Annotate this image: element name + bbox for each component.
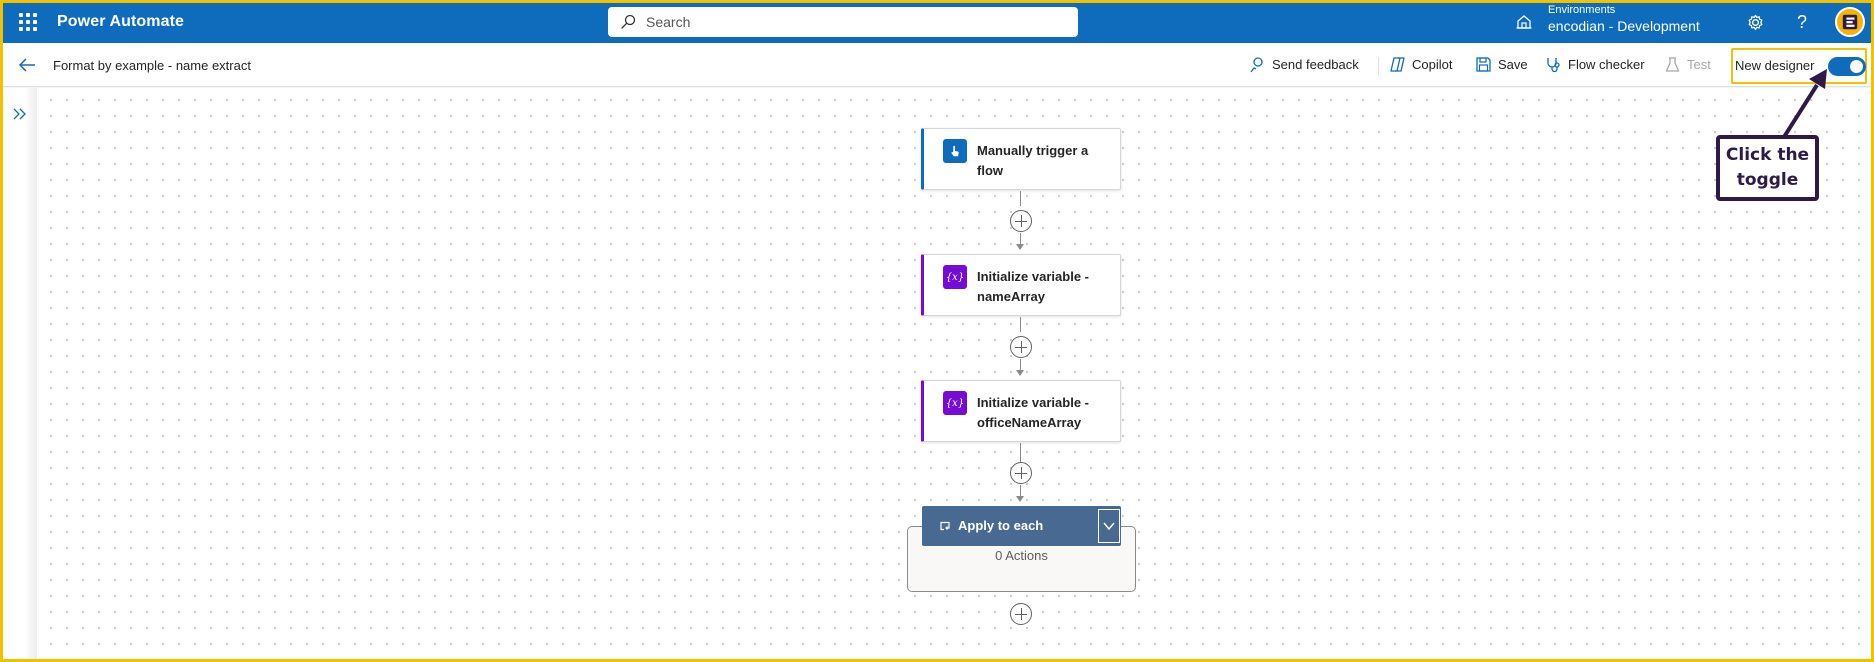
copilot-button[interactable]: Copilot — [1389, 56, 1452, 73]
connector-line — [1020, 443, 1021, 462]
copilot-icon — [1390, 57, 1405, 72]
step-title: Initialize variable - officeNameArray — [977, 395, 1089, 430]
connector-arrow-icon — [1016, 370, 1024, 376]
connector-line — [1020, 191, 1021, 206]
callout-line-2: toggle — [1736, 170, 1799, 190]
search-icon — [621, 14, 636, 29]
initialize-variable-card[interactable]: {x} Initialize variable - officeNameArra… — [921, 380, 1121, 442]
help-button[interactable]: ? — [1792, 12, 1812, 32]
command-divider — [1378, 57, 1379, 75]
insert-step-button[interactable] — [1010, 210, 1032, 232]
apply-to-each-header[interactable]: Apply to each — [922, 506, 1121, 546]
save-button[interactable]: Save — [1475, 56, 1528, 73]
stethoscope-icon — [1547, 58, 1560, 73]
loop-icon — [940, 521, 950, 531]
environments-label: Environments — [1548, 4, 1616, 16]
send-feedback-button[interactable]: Send feedback — [1249, 56, 1359, 73]
beaker-icon — [1665, 57, 1680, 72]
variable-icon: {x} — [943, 391, 967, 415]
scope-title: Apply to each — [958, 518, 1044, 533]
chevron-down-icon — [1103, 522, 1115, 531]
environment-name[interactable]: encodian - Development — [1548, 18, 1700, 34]
trigger-card[interactable]: Manually trigger a flow — [921, 128, 1121, 190]
settings-button[interactable] — [1745, 12, 1765, 32]
gear-icon — [1748, 14, 1762, 31]
insert-step-button[interactable] — [1010, 336, 1032, 358]
new-designer-highlight — [1731, 48, 1867, 84]
expand-panel-icon[interactable] — [11, 105, 29, 123]
copilot-label: Copilot — [1412, 57, 1453, 72]
insert-step-button[interactable] — [1010, 603, 1032, 625]
command-bar: Format by example - name extract Send fe… — [3, 43, 1871, 87]
help-icon: ? — [1796, 12, 1807, 32]
search-box[interactable] — [608, 7, 1078, 37]
step-title: Initialize variable - nameArray — [977, 269, 1089, 304]
connector-line — [1020, 359, 1021, 370]
step-title: Manually trigger a flow — [977, 143, 1089, 178]
send-feedback-label: Send feedback — [1272, 57, 1359, 72]
flow-name: Format by example - name extract — [53, 58, 251, 73]
new-designer-toggle[interactable] — [1828, 57, 1866, 76]
callout-line-1: Click the — [1725, 145, 1810, 165]
manual-trigger-icon — [943, 139, 967, 163]
flow-checker-button[interactable]: Flow checker — [1545, 56, 1645, 73]
environment-icon[interactable] — [1515, 13, 1533, 31]
feedback-icon — [1250, 57, 1263, 73]
back-arrow-icon[interactable] — [17, 55, 37, 75]
app-title[interactable]: Power Automate — [57, 13, 185, 30]
test-button[interactable]: Test — [1664, 56, 1711, 73]
app-launcher-icon[interactable] — [17, 11, 39, 33]
connector-arrow-icon — [1016, 244, 1024, 250]
annotation-callout: Click the toggle — [1716, 135, 1819, 201]
avatar[interactable] — [1835, 7, 1865, 37]
flow-checker-label: Flow checker — [1568, 57, 1645, 72]
encodian-logo-icon — [1842, 14, 1858, 30]
scope-actions-count: 0 Actions — [995, 548, 1048, 563]
insert-step-button[interactable] — [1010, 462, 1032, 484]
connector-line — [1020, 485, 1021, 496]
variable-icon: {x} — [943, 265, 967, 289]
search-input[interactable] — [646, 14, 1046, 30]
collapse-scope-button[interactable] — [1098, 509, 1120, 543]
app-header: Power Automate Environments encodian - D… — [3, 3, 1871, 43]
test-label: Test — [1687, 57, 1711, 72]
save-label: Save — [1498, 57, 1528, 72]
connector-arrow-icon — [1016, 496, 1024, 502]
left-rail — [3, 88, 37, 659]
connector-line — [1020, 233, 1021, 244]
connector-line — [1020, 317, 1021, 332]
new-designer-label: New designer — [1735, 58, 1815, 73]
initialize-variable-card[interactable]: {x} Initialize variable - nameArray — [921, 254, 1121, 316]
save-icon — [1476, 57, 1491, 72]
toggle-knob — [1850, 60, 1863, 73]
